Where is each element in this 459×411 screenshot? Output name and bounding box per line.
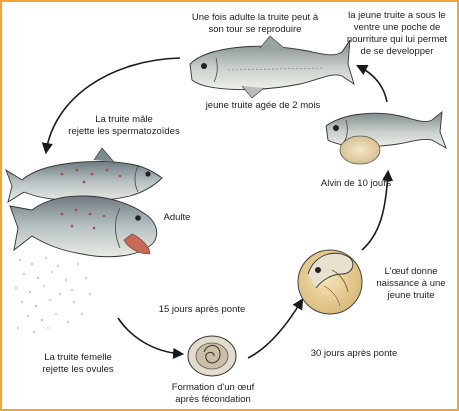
- label-male-trout: La truite mâle rejette les spermatozoïde…: [54, 114, 194, 138]
- male-trout-icon: [6, 148, 162, 202]
- label-alvin: Alvin de 10 jours: [306, 178, 406, 190]
- label-male-line1: La truite mâle: [54, 114, 194, 126]
- label-young-pouch: la jeune truite a sous le ventre une poc…: [338, 10, 456, 58]
- female-trout-icon: [10, 196, 157, 257]
- label-male-line2: rejette les spermatozoïdes: [54, 126, 194, 138]
- label-female-trout: La truite femelle rejette les ovules: [22, 352, 134, 376]
- label-egg-birth-line1: L'œuf donne: [368, 266, 454, 278]
- label-egg-formation: Formation d'un œuf après fécondation: [158, 382, 268, 406]
- label-young-pouch-line1: la jeune truite a sous le: [338, 10, 456, 22]
- label-female-line2: rejette les ovules: [22, 364, 134, 376]
- label-egg-birth-line3: jeune truite: [368, 290, 454, 302]
- cycle-arrow-icon: [358, 66, 387, 102]
- label-young-pouch-line4: de se developper: [338, 46, 456, 58]
- young-trout-icon: [190, 36, 354, 98]
- label-young-pouch-line2: ventre une poche de: [338, 22, 456, 34]
- alevin-icon: [326, 112, 446, 164]
- label-adult-reproduce-line1: Une fois adulte la truite peut à: [170, 12, 340, 24]
- label-egg-birth: L'œuf donne naissance à une jeune truite: [368, 266, 454, 302]
- label-15-days: 15 jours après ponte: [142, 304, 262, 316]
- label-female-line1: La truite femelle: [22, 352, 134, 364]
- label-adult-reproduce-line2: son tour se reproduire: [170, 24, 340, 36]
- label-adult: Adulte: [152, 212, 202, 224]
- hatching-egg-icon: [298, 250, 362, 314]
- label-30-days: 30 jours après ponte: [294, 348, 414, 360]
- label-young-pouch-line3: nourriture qui lui permet: [338, 34, 456, 46]
- label-adult-reproduce: Une fois adulte la truite peut à son tou…: [170, 12, 340, 36]
- label-egg-formation-line2: après fécondation: [158, 394, 268, 406]
- egg-icon: [188, 336, 236, 376]
- label-egg-birth-line2: naissance à une: [368, 278, 454, 290]
- released-gametes: [15, 257, 91, 333]
- label-egg-formation-line1: Formation d'un œuf: [158, 382, 268, 394]
- label-young-2-months: jeune truite agée de 2 mois: [188, 100, 338, 112]
- cycle-arrow-icon: [118, 318, 182, 354]
